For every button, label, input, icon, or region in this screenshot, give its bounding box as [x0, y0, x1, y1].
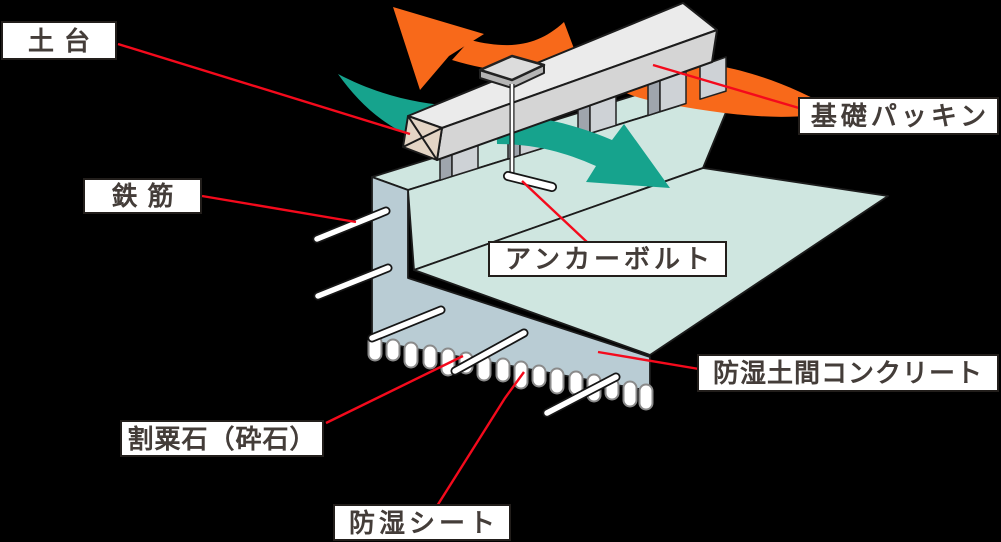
- leader-anchor: [521, 180, 589, 244]
- airflow-arrow-orange-out: [393, 7, 576, 90]
- leader-lines: [117, 42, 800, 507]
- anchor-bolt-washer-top: [478, 54, 546, 82]
- leader-doma: [597, 350, 700, 371]
- leader-packing: [652, 63, 800, 110]
- anchor-bolt: [478, 54, 557, 192]
- rebar-rods: [312, 206, 621, 418]
- label-dodai: 土台: [1, 21, 117, 60]
- leader-wariguri: [325, 354, 464, 425]
- label-kiso-packing: 基礎パッキン: [798, 97, 999, 135]
- label-anchor-bolt: アンカーボルト: [488, 241, 727, 277]
- airflow-arrow-teal-down: [496, 112, 670, 188]
- label-tekkin: 鉄筋: [83, 178, 202, 214]
- leader-tekkin: [201, 194, 357, 224]
- label-boshitsu-sheet: 防湿シート: [333, 504, 511, 541]
- label-boshitsu-doma: 防湿土間コンクリート: [697, 354, 999, 392]
- leader-dodai: [117, 42, 411, 136]
- leader-sheet: [435, 371, 525, 507]
- label-wariguri-ishi: 割粟石（砕石）: [120, 420, 324, 457]
- sill-beam: [402, 2, 718, 161]
- crushed-stone-bed: [367, 334, 654, 411]
